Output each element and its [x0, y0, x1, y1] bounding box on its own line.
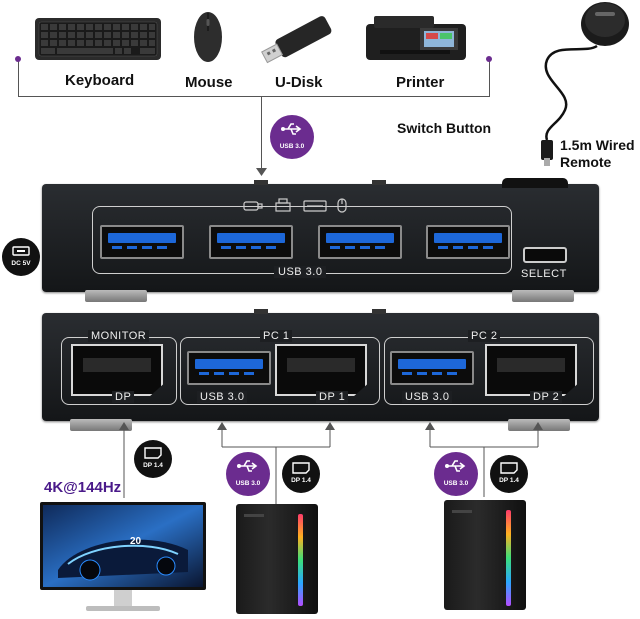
peripheral-label-mouse: Mouse — [185, 74, 233, 91]
back-top-nub-right — [372, 309, 386, 314]
pc1-dp-port[interactable] — [275, 344, 367, 396]
pc2-label: PC 2 — [468, 330, 501, 342]
displayport-icon — [144, 447, 162, 459]
peripheral-to-switch-line — [261, 96, 262, 172]
pc1-label: PC 1 — [260, 330, 293, 342]
usb-3-badge-top: USB 3.0 — [270, 115, 314, 159]
peripheral-label-printer: Printer — [396, 74, 445, 91]
usb-drive-icon — [261, 16, 332, 64]
usb-icon — [281, 123, 302, 135]
remote-label-line-2: Remote — [560, 154, 612, 170]
front-usb-port-4[interactable] — [426, 225, 510, 259]
pc2-usb-port[interactable] — [390, 351, 474, 385]
dp-badge-text: DP 1.4 — [499, 477, 519, 484]
peripheral-bracket-right — [489, 59, 490, 96]
monitor-screen-number: 20 — [130, 536, 142, 547]
pc2-dp-label: DP 2 — [530, 391, 563, 403]
dp-badge-text: DP 1.4 — [291, 477, 311, 484]
bracket-dot-right — [486, 56, 492, 62]
peripheral-bracket-bottom — [18, 96, 490, 97]
front-foot-right — [512, 290, 574, 302]
peripheral-bracket-left — [18, 59, 19, 96]
front-usb-label: USB 3.0 — [274, 266, 327, 278]
printer-icon — [366, 16, 466, 60]
monitor-label: MONITOR — [88, 330, 150, 342]
usb-3-badge-pc1: USB 3.0 — [226, 452, 270, 496]
pc2-usb-label: USB 3.0 — [402, 391, 453, 403]
mouse-icon — [194, 12, 222, 62]
usb-badge-text: USB 3.0 — [235, 480, 261, 487]
front-usb-port-2[interactable] — [209, 225, 293, 259]
usb-3-badge-pc2: USB 3.0 — [434, 452, 478, 496]
front-usb-port-3[interactable] — [318, 225, 402, 259]
pc2-tower — [444, 500, 526, 610]
peripheral-label-u-disk: U-Disk — [275, 74, 323, 91]
usb-icon — [445, 460, 466, 472]
peripheral-label-keyboard: Keyboard — [65, 72, 135, 89]
mouse-small-icon — [337, 198, 347, 213]
front-top-nub-right — [372, 180, 386, 185]
remote-label-line-1: 1.5m Wired — [560, 137, 635, 153]
dp-badge-text: DP 1.4 — [143, 462, 163, 469]
keyboard-small-icon — [303, 200, 327, 212]
back-foot-left — [70, 419, 132, 431]
displayport-icon — [500, 462, 518, 474]
port-device-icons — [243, 198, 347, 213]
select-port[interactable] — [523, 247, 567, 263]
front-top-nub-left — [254, 180, 268, 185]
switch-button[interactable] — [502, 178, 568, 188]
keyboard-icon — [35, 18, 161, 60]
pc1-tower — [236, 504, 318, 614]
printer-small-icon — [275, 198, 291, 212]
dp-badge-monitor: DP 1.4 — [134, 440, 172, 478]
front-foot-left — [85, 290, 147, 302]
pc1-usb-port[interactable] — [187, 351, 271, 385]
usb-drive-small-icon — [243, 201, 263, 211]
switch-button-label: Switch Button — [397, 120, 492, 136]
monitor-dp-port[interactable] — [71, 344, 163, 396]
power-port-icon — [12, 246, 30, 256]
monitor-dp-label: DP — [112, 391, 135, 403]
dp-badge-pc2: DP 1.4 — [490, 455, 528, 493]
usb-badge-text: USB 3.0 — [279, 143, 305, 150]
pc1-usb-label: USB 3.0 — [197, 391, 248, 403]
usb-badge-text: USB 3.0 — [443, 480, 469, 487]
dc-5v-badge: DC 5V — [2, 238, 40, 276]
bracket-dot-left — [15, 56, 21, 62]
wired-remote-icon — [541, 2, 629, 166]
usb-icon — [237, 460, 258, 472]
dc-5v-text: DC 5V — [11, 260, 31, 267]
back-top-nub-left — [254, 309, 268, 314]
arrow-down-icon — [256, 168, 267, 176]
displayport-icon — [292, 462, 310, 474]
resolution-label: 4K@144Hz — [44, 479, 122, 496]
dp-badge-pc1: DP 1.4 — [282, 455, 320, 493]
pc1-dp-label: DP 1 — [316, 391, 349, 403]
select-label: SELECT — [521, 268, 567, 280]
front-usb-port-1[interactable] — [100, 225, 184, 259]
monitor-icon: 20 — [40, 502, 206, 611]
